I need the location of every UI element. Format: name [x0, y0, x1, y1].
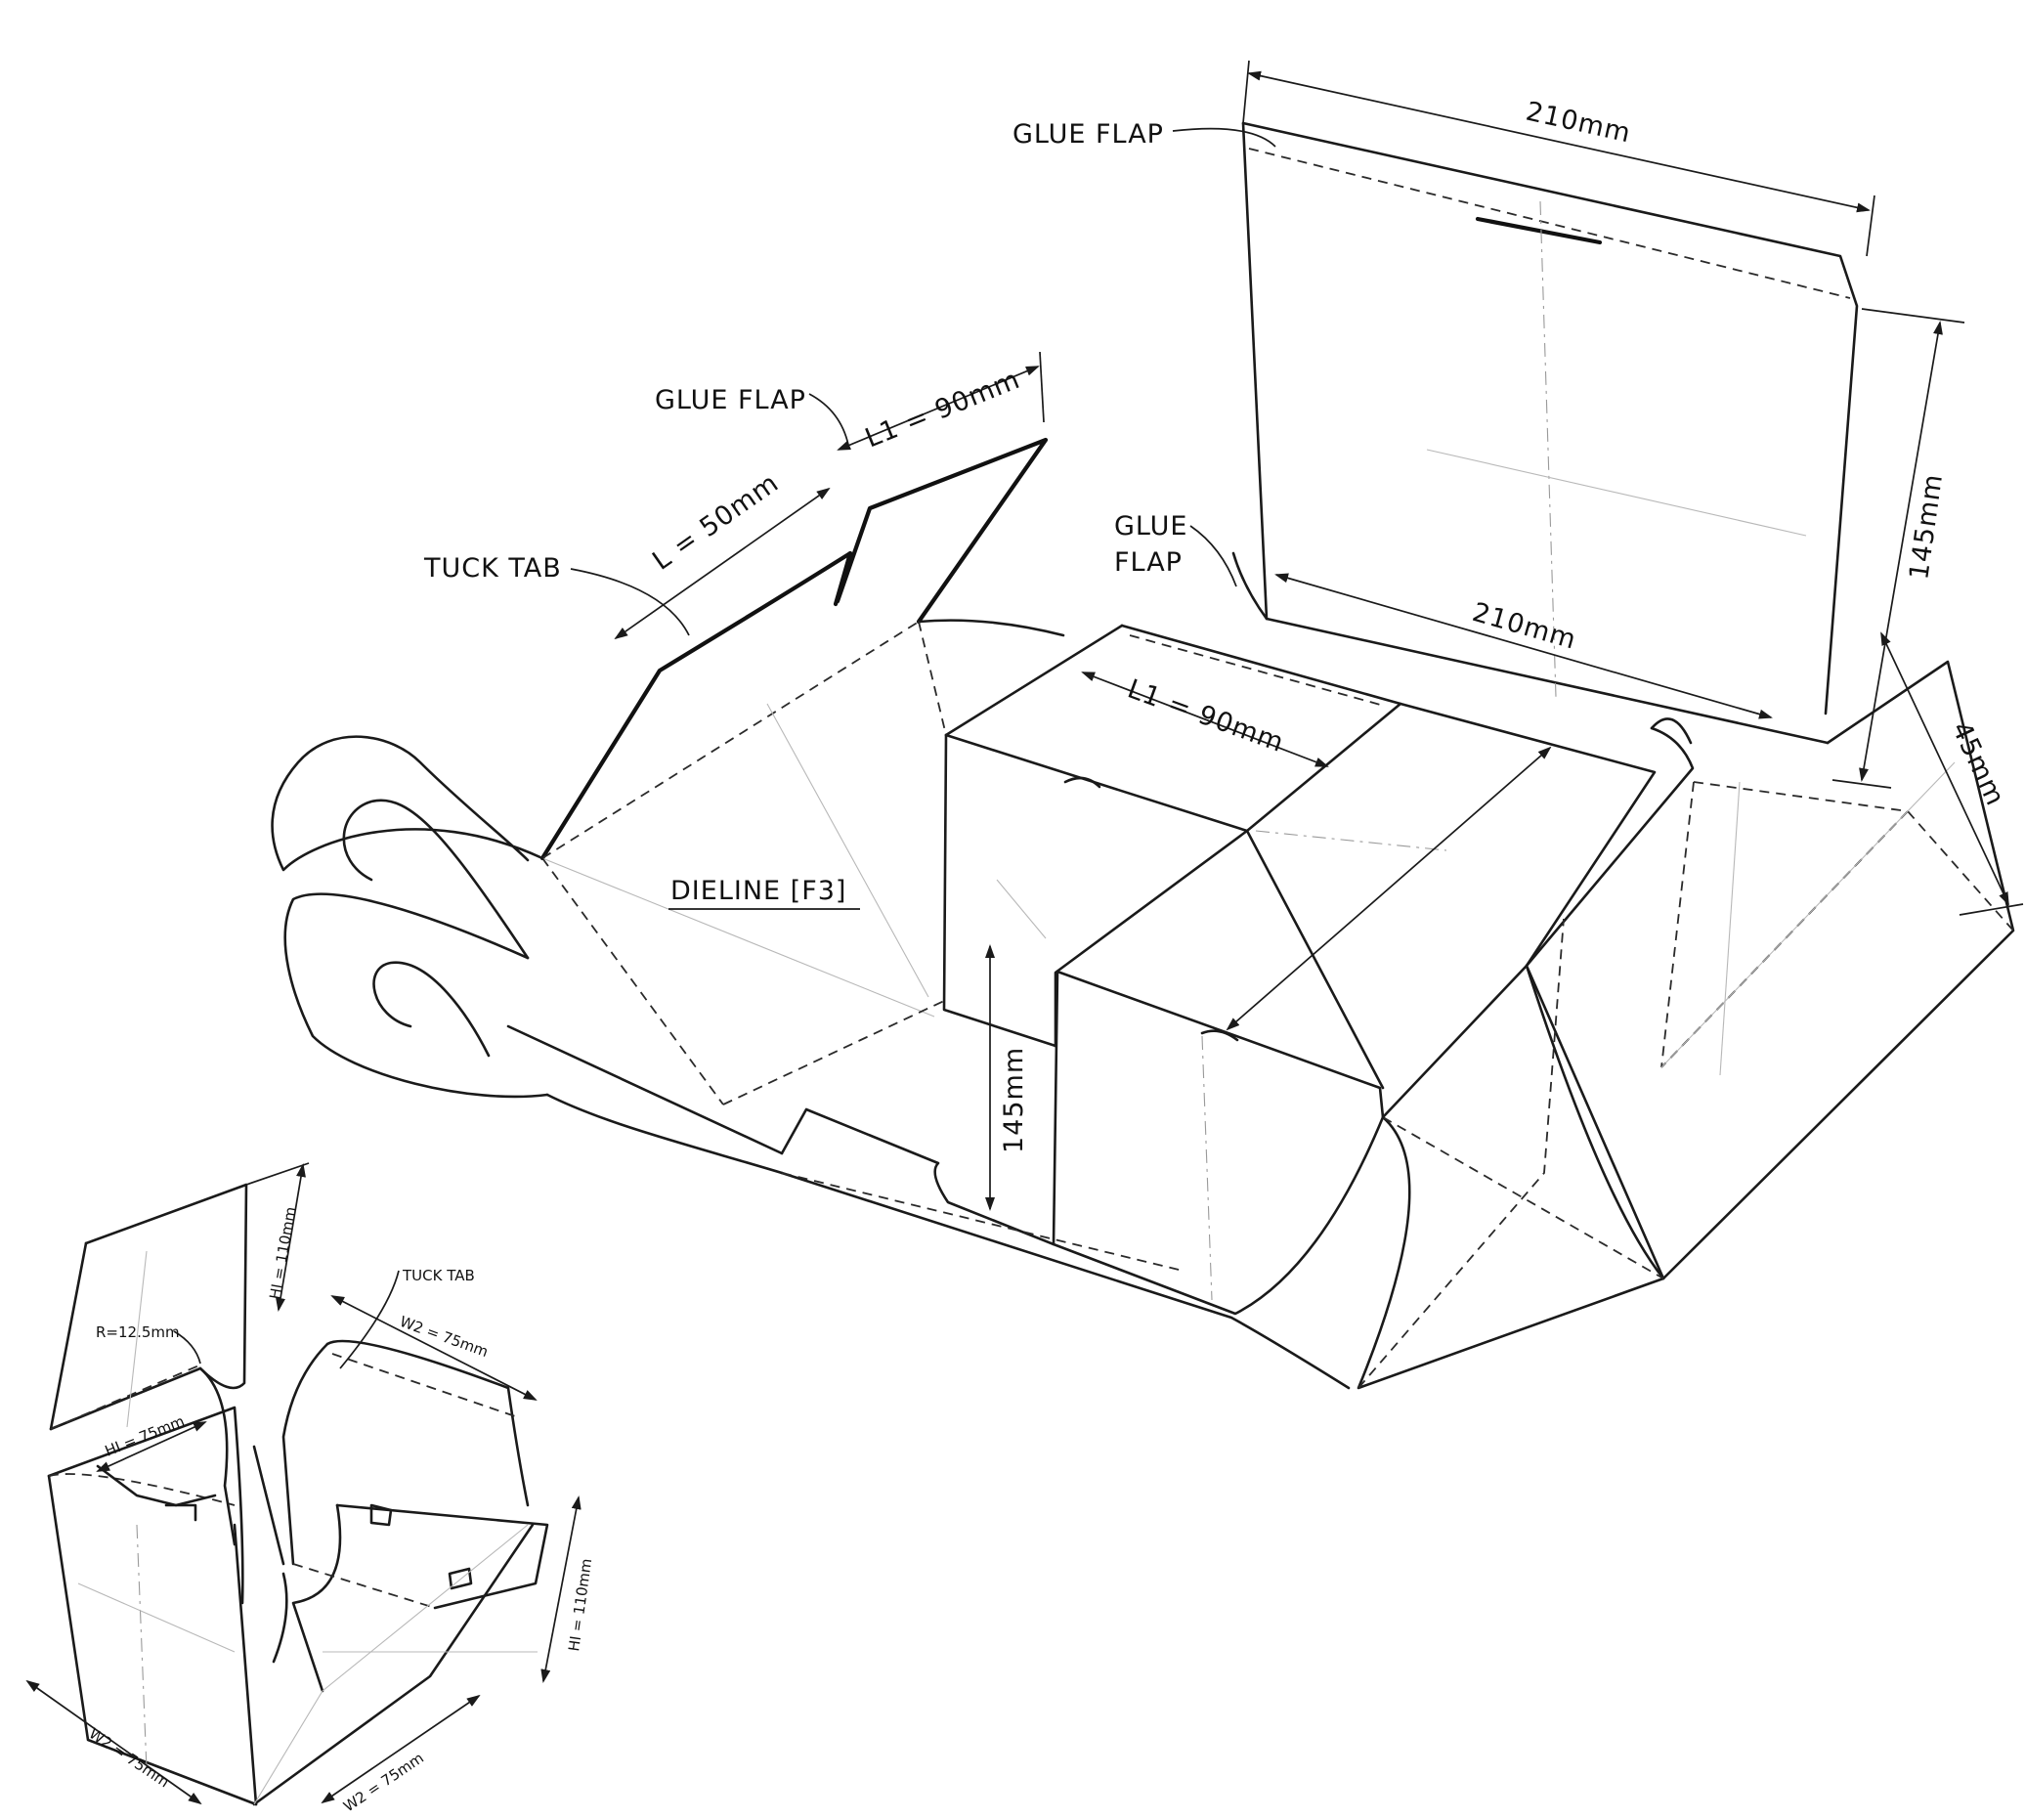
dim-l1-upper: L1 = 90mm	[861, 365, 1024, 455]
small-r-corner: R=12.5mm	[96, 1323, 180, 1341]
main-labels: GLUE FLAP GLUE FLAP GLUE FLAP TUCK TAB D…	[423, 97, 2010, 1153]
main-dieline: GLUE FLAP GLUE FLAP GLUE FLAP TUCK TAB D…	[271, 60, 2024, 1390]
dieline-label: DIELINE [F3]	[670, 876, 846, 906]
small-tuck-tab-label: TUCK TAB	[402, 1267, 475, 1284]
glue-flap-left-label: GLUE FLAP	[655, 385, 806, 415]
small-w2-bottom-left: W2 = 75mm	[86, 1724, 173, 1791]
dim-top-width: 210mm	[1523, 97, 1633, 150]
glue-flap-top-label: GLUE FLAP	[1012, 119, 1164, 150]
glue-flap-center-label-line1: GLUE	[1114, 511, 1187, 542]
dim-l1-box: L1 = 90mm	[1124, 673, 1288, 758]
curl-tabs	[271, 735, 1351, 1390]
dim-l-tab: L = 50mm	[647, 467, 784, 576]
main-dimensions	[570, 60, 2024, 1211]
dim-right-depth: 45mm	[1946, 717, 2011, 811]
small-dimensions	[25, 1162, 582, 1805]
small-h1-right: HI = 110mm	[565, 1557, 595, 1652]
dim-box-height: 145mm	[999, 1047, 1029, 1153]
glue-flap-center-label-line2: FLAP	[1114, 547, 1183, 578]
tuck-tab-label: TUCK TAB	[423, 553, 562, 584]
glue-flap-center-edge	[1231, 551, 1269, 621]
center-box	[942, 624, 1657, 1316]
right-side-panels	[1357, 660, 2015, 1390]
back-panel	[1231, 121, 1859, 745]
dim-right-height: 145mm	[1904, 472, 1949, 582]
left-tuck-panel	[539, 437, 1065, 1105]
small-h1-top: HI = 110mm	[266, 1205, 299, 1300]
small-box-diagram: R=12.5mm HI = 110mm TUCK TAB W2 = 75mm H…	[25, 1162, 595, 1815]
